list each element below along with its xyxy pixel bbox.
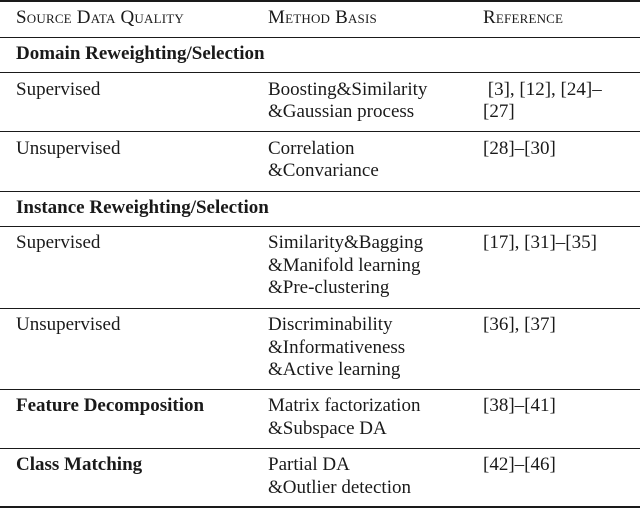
method-cell: Discriminability <box>268 314 393 335</box>
method-cell: Matrix factorization <box>268 395 421 416</box>
header-reference: Reference <box>483 7 564 28</box>
method-cell: &Active learning <box>268 359 401 380</box>
reference-cell: [42]–[46] <box>483 454 556 475</box>
reference-cell: [36], [37] <box>483 314 556 335</box>
section-title-instance-reweighting: Instance Reweighting/Selection <box>16 197 269 218</box>
quality-cell: Unsupervised <box>16 138 121 159</box>
section-title-class-matching: Class Matching <box>16 454 143 475</box>
section-rule <box>0 389 640 391</box>
row-rule <box>0 131 640 133</box>
reference-cell: [27] <box>483 101 515 122</box>
header-rule <box>0 37 640 39</box>
row-rule <box>0 308 640 310</box>
method-cell: &Pre-clustering <box>268 277 390 298</box>
quality-cell: Unsupervised <box>16 314 121 335</box>
method-cell: &Subspace DA <box>268 418 387 439</box>
method-cell: Correlation <box>268 138 355 159</box>
quality-cell: Supervised <box>16 232 101 253</box>
method-cell: Similarity&Bagging <box>268 232 424 253</box>
method-cell: &Convariance <box>268 160 379 181</box>
section-rule <box>0 226 640 228</box>
method-cell: &Outlier detection <box>268 477 411 498</box>
reference-cell: [3], [12], [24]– <box>483 79 602 100</box>
section-rule <box>0 191 640 193</box>
bottom-rule <box>0 506 640 508</box>
header-source-data-quality: Source Data Quality <box>16 7 184 28</box>
section-rule <box>0 72 640 74</box>
method-cell: &Gaussian process <box>268 101 415 122</box>
method-cell: &Informativeness <box>268 337 406 358</box>
reference-cell: [38]–[41] <box>483 395 556 416</box>
top-rule <box>0 0 640 2</box>
method-cell: &Manifold learning <box>268 255 421 276</box>
section-title-feature-decomposition: Feature Decomposition <box>16 395 205 416</box>
method-cell: Partial DA <box>268 454 350 475</box>
header-method-basis: Method Basis <box>268 7 377 28</box>
reference-cell: [28]–[30] <box>483 138 556 159</box>
quality-cell: Supervised <box>16 79 101 100</box>
reference-cell: [17], [31]–[35] <box>483 232 597 253</box>
method-cell: Boosting&Similarity <box>268 79 428 100</box>
section-title-domain-reweighting: Domain Reweighting/Selection <box>16 43 265 64</box>
section-rule <box>0 448 640 450</box>
